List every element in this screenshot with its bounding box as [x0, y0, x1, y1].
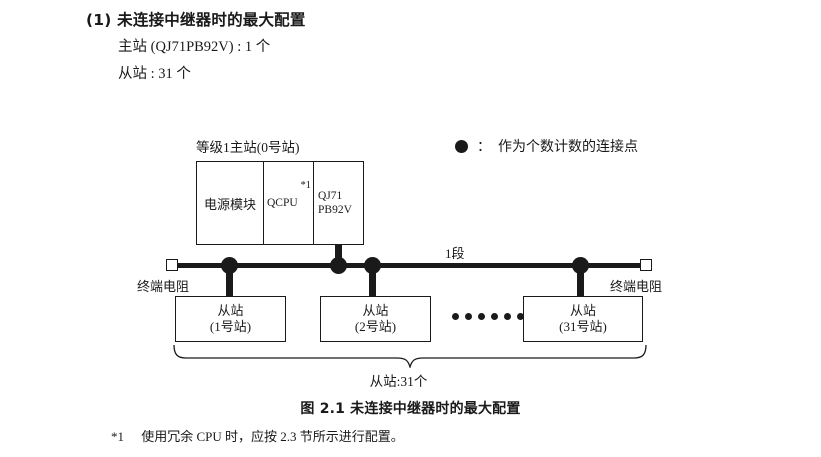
drop-stub-slave2: [369, 265, 376, 297]
qcpu-cell: QCPU *1: [263, 162, 314, 244]
master-drop-stub: [335, 245, 342, 267]
slave-total-label: 从站:31个: [369, 374, 428, 389]
drop-stub-slave31: [577, 265, 584, 297]
ellipsis-dots: [452, 313, 524, 320]
qcpu-label: QCPU: [267, 197, 298, 209]
network-module-cell: QJ71 PB92V: [314, 162, 363, 244]
legend: ： 作为个数计数的连接点: [455, 136, 638, 156]
slave-1-title: 从站: [217, 302, 244, 318]
terminator-left-icon: [166, 259, 178, 271]
power-module-label: 电源模块: [203, 196, 256, 212]
segment-label: 1段: [445, 246, 465, 261]
slave-station-box-2: 从站 (2号站): [320, 296, 431, 342]
footnote-mark: *1: [111, 429, 124, 444]
section-title-text: 未连接中继器时的最大配置: [117, 11, 306, 29]
figure-caption: 图 2.1 未连接中继器时的最大配置: [300, 401, 521, 417]
slave-2-title: 从站: [362, 302, 389, 318]
section-line-master: 主站 (QJ71PB92V) : 1 个: [118, 39, 271, 55]
slave-1-station: (1号站): [209, 319, 252, 334]
bus-line: [177, 263, 643, 268]
filled-circle-icon: [455, 139, 468, 153]
terminator-right-icon: [640, 259, 652, 271]
network-module-line1: QJ71: [318, 189, 343, 202]
section-line-slave: 从站 : 31 个: [118, 66, 191, 82]
network-module-line2: PB92V: [318, 204, 352, 216]
master-station-rack: 电源模块 QCPU *1 QJ71 PB92V: [196, 161, 364, 245]
connection-node-master: [330, 257, 347, 274]
drop-stub-slave1: [226, 265, 233, 297]
terminator-left-label: 终端电阻: [137, 279, 190, 294]
legend-label: 作为个数计数的连接点: [498, 140, 638, 155]
footnote: *1 使用冗余 CPU 时，应按 2.3 节所示进行配置。: [111, 426, 404, 445]
section-number: (1): [86, 11, 112, 29]
slave-31-station: (31号站): [559, 319, 607, 334]
terminator-right-label: 终端电阻: [610, 279, 663, 294]
qcpu-footnote-mark: *1: [300, 180, 312, 191]
slave-2-station: (2号站): [354, 319, 397, 334]
power-module-cell: 电源模块: [197, 162, 263, 244]
slave-31-title: 从站: [569, 302, 596, 318]
slave-count-brace: [173, 344, 647, 368]
slave-station-box-31: 从站 (31号站): [523, 296, 643, 342]
section-heading: (1) 未连接中继器时的最大配置: [86, 8, 306, 30]
footnote-text: 使用冗余 CPU 时，应按 2.3 节所示进行配置。: [141, 429, 404, 444]
master-station-label: 等级1主站(0号站): [196, 140, 300, 155]
slave-station-box-1: 从站 (1号站): [175, 296, 286, 342]
legend-separator: ：: [477, 140, 491, 155]
